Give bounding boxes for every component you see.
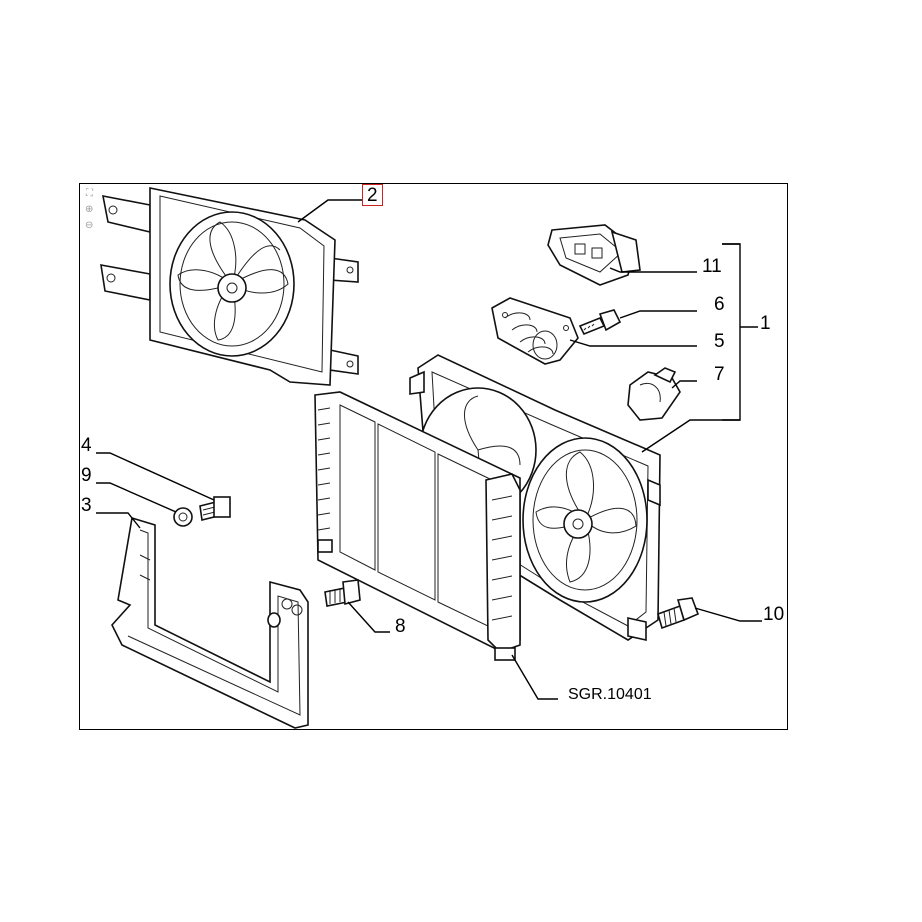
callout-9[interactable]: 9 xyxy=(81,465,92,486)
zoom-in-icon[interactable]: ⊕ xyxy=(85,204,94,215)
callout-2[interactable]: 2 xyxy=(362,184,383,206)
screw-part-10[interactable] xyxy=(657,597,700,630)
leader-lines xyxy=(96,199,762,700)
resistor-connector-part-11[interactable] xyxy=(547,224,641,286)
callout-6[interactable]: 6 xyxy=(714,294,725,315)
resistor-part-5[interactable] xyxy=(491,297,579,365)
callout-1[interactable]: 1 xyxy=(760,313,771,334)
fit-icon[interactable]: ⛶ xyxy=(86,188,93,199)
clip-part-7[interactable] xyxy=(627,367,681,421)
plug-screw-part-4[interactable] xyxy=(199,496,231,521)
zoom-out-icon[interactable]: ⊖ xyxy=(85,220,94,231)
washer-part-9[interactable] xyxy=(173,507,193,527)
callout-10[interactable]: 10 xyxy=(763,604,785,625)
fan-assembly-part-2[interactable] xyxy=(100,187,359,386)
screw-part-8[interactable] xyxy=(324,579,361,607)
screw-part-6[interactable] xyxy=(578,309,622,336)
drawing-code: SGR.10401 xyxy=(568,686,652,703)
fan-radiator-assembly-part-1[interactable] xyxy=(314,354,661,661)
callout-11[interactable]: 11 xyxy=(702,256,722,277)
callout-8[interactable]: 8 xyxy=(395,616,406,637)
callout-7[interactable]: 7 xyxy=(714,364,725,385)
callout-3[interactable]: 3 xyxy=(81,495,92,516)
lower-bracket-part-3[interactable] xyxy=(111,516,309,729)
callout-5[interactable]: 5 xyxy=(714,331,725,352)
callout-4[interactable]: 4 xyxy=(81,435,92,456)
